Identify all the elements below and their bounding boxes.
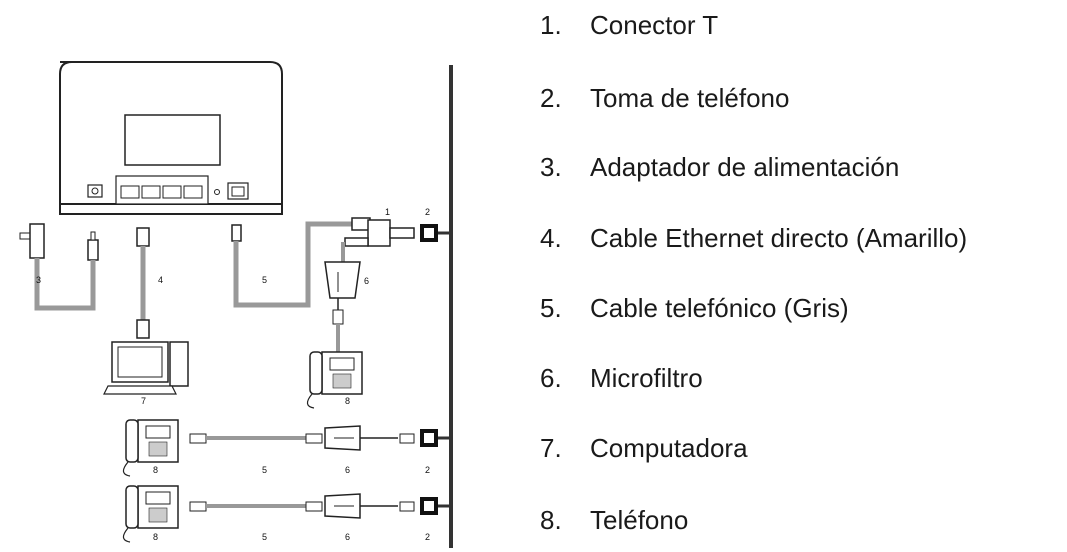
legend-item: 3. Adaptador de alimentación xyxy=(540,147,899,187)
legend-text: Cable Ethernet directo (Amarillo) xyxy=(590,222,968,253)
legend-number: 6. xyxy=(540,362,562,393)
label-wall-jack-3: 2 xyxy=(425,532,430,542)
label-power-adapter: 3 xyxy=(36,275,41,285)
legend-text: Computadora xyxy=(590,432,748,463)
telephone-top xyxy=(306,351,363,409)
label-microfilter-1: 6 xyxy=(364,276,369,286)
legend-number: 8. xyxy=(540,504,562,535)
telephone-bottom xyxy=(122,485,179,543)
label-computer: 7 xyxy=(141,396,146,406)
legend-number: 1. xyxy=(540,9,562,40)
legend-item: 6. Microfiltro xyxy=(540,358,703,398)
label-wall-jack-1: 2 xyxy=(425,207,430,217)
legend-text: Teléfono xyxy=(590,504,689,535)
t-connector xyxy=(341,217,415,262)
label-phone-cable-3: 5 xyxy=(262,532,267,542)
legend-text: Microfiltro xyxy=(590,362,703,393)
phone-cable-middle xyxy=(189,433,323,444)
legend-text: Toma de teléfono xyxy=(590,82,790,113)
legend-number: 2. xyxy=(540,82,562,113)
legend-item: 8. Teléfono xyxy=(540,500,688,540)
legend-number: 7. xyxy=(540,432,562,463)
power-adapter xyxy=(19,223,99,311)
legend-item: 5. Cable telefónico (Gris) xyxy=(540,288,849,328)
legend-number: 5. xyxy=(540,292,562,323)
legend-number: 4. xyxy=(540,222,562,253)
wall-jack-top xyxy=(420,224,449,242)
phone-cable-router xyxy=(231,221,352,308)
label-microfilter-2: 6 xyxy=(345,465,350,475)
microfilter-middle xyxy=(324,425,398,451)
microfilter-bottom xyxy=(324,493,398,519)
legend-item: 4. Cable Ethernet directo (Amarillo) xyxy=(540,218,967,258)
computer xyxy=(103,341,189,395)
label-telephone-3: 8 xyxy=(153,532,158,542)
label-t-connector: 1 xyxy=(385,207,390,217)
legend-item: 1. Conector T xyxy=(540,5,718,45)
label-phone-cable-2: 5 xyxy=(262,465,267,475)
wall-jack-middle xyxy=(399,429,449,447)
label-microfilter-3: 6 xyxy=(345,532,350,542)
microfilter-vertical xyxy=(324,261,361,352)
label-wall-jack-2: 2 xyxy=(425,465,430,475)
ethernet-cable xyxy=(136,227,150,339)
label-ethernet-cable: 4 xyxy=(158,275,163,285)
legend-item: 7. Computadora xyxy=(540,428,748,468)
label-phone-cable-1: 5 xyxy=(262,275,267,285)
connection-diagram: 3 4 7 5 1 2 6 xyxy=(19,61,453,548)
legend-text: Adaptador de alimentación xyxy=(590,151,900,182)
phone-cable-bottom xyxy=(189,501,323,512)
router xyxy=(59,61,283,215)
legend-item: 2. Toma de teléfono xyxy=(540,78,789,118)
legend-number: 3. xyxy=(540,151,562,182)
legend-text: Conector T xyxy=(590,9,719,40)
wall-jack-bottom xyxy=(399,497,449,515)
legend-text: Cable telefónico (Gris) xyxy=(590,292,849,323)
telephone-middle xyxy=(122,419,179,477)
label-telephone-1: 8 xyxy=(345,396,350,406)
label-telephone-2: 8 xyxy=(153,465,158,475)
